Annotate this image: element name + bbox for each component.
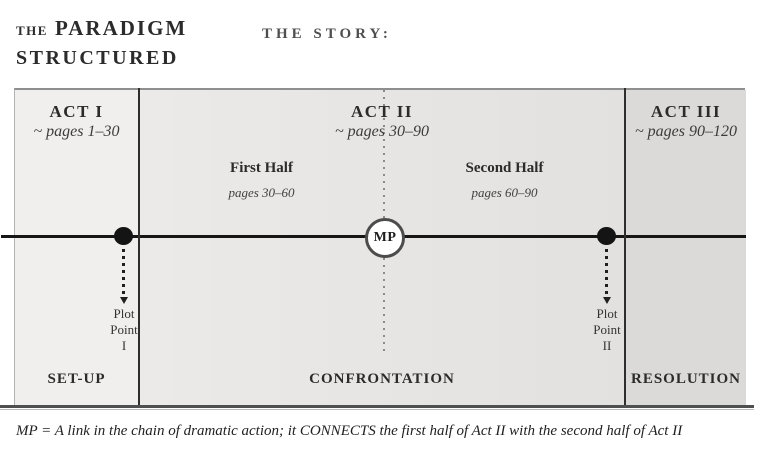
midpoint-marker: MP (365, 218, 405, 258)
act3-column (626, 90, 746, 406)
title-paradigm: PARADIGM (54, 16, 188, 40)
plot-point-1-arrowhead (119, 297, 128, 304)
midpoint-caption: MP = A link in the chain of dramatic act… (16, 423, 683, 439)
act1-column (15, 90, 139, 406)
phase-confrontation: CONFRONTATION (309, 371, 455, 387)
phase-resolution: RESOLUTION (630, 371, 742, 387)
first-half-pages: pages 30–60 (228, 185, 295, 200)
act3-pages: ~ pages 90–120 (635, 123, 737, 140)
plot-point-2-arrowhead (602, 297, 611, 304)
first-half-label: First Half (230, 160, 293, 176)
act1-pages: ~ pages 1–30 (33, 123, 120, 140)
plot-point-2-label: Plot Point II (593, 306, 621, 353)
plot-point-1-dot (114, 227, 133, 245)
act1-header: ACT I ~ pages 1–30 (15, 102, 138, 141)
story-label: THE STORY: (262, 26, 392, 42)
act3-header: ACT III ~ pages 90–120 (626, 102, 746, 141)
phase-setup: SET-UP (47, 371, 106, 387)
box-bottom-rule (0, 405, 754, 408)
plot-point-2-arrow (605, 249, 608, 297)
act2-pages: ~ pages 30–90 (335, 123, 429, 140)
plot-point-2-dot (597, 227, 616, 245)
page-title: THE PARADIGM STRUCTURED (16, 14, 187, 72)
plot-point-1-arrow (122, 249, 125, 297)
title-the: THE (16, 23, 48, 38)
act1-act2-divider (138, 88, 140, 406)
act2-second-half: Second Half pages 60–90 (385, 160, 624, 201)
second-half-label: Second Half (465, 160, 544, 176)
act2-act3-divider (624, 88, 626, 406)
act2-name: ACT II (350, 102, 414, 121)
plot-point-1-label: Plot Point I (110, 306, 138, 353)
title-structured: STRUCTURED (16, 47, 179, 70)
act2-first-half: First Half pages 30–60 (140, 160, 383, 201)
box-bottom-rule-shadow (0, 409, 754, 410)
act1-name: ACT I (49, 102, 104, 121)
act3-name: ACT III (650, 102, 722, 121)
paradigm-box: ACT I ~ pages 1–30 ACT II ~ pages 30–90 … (1, 88, 746, 406)
second-half-pages: pages 60–90 (471, 185, 538, 200)
act2-header: ACT II ~ pages 30–90 (140, 102, 624, 141)
